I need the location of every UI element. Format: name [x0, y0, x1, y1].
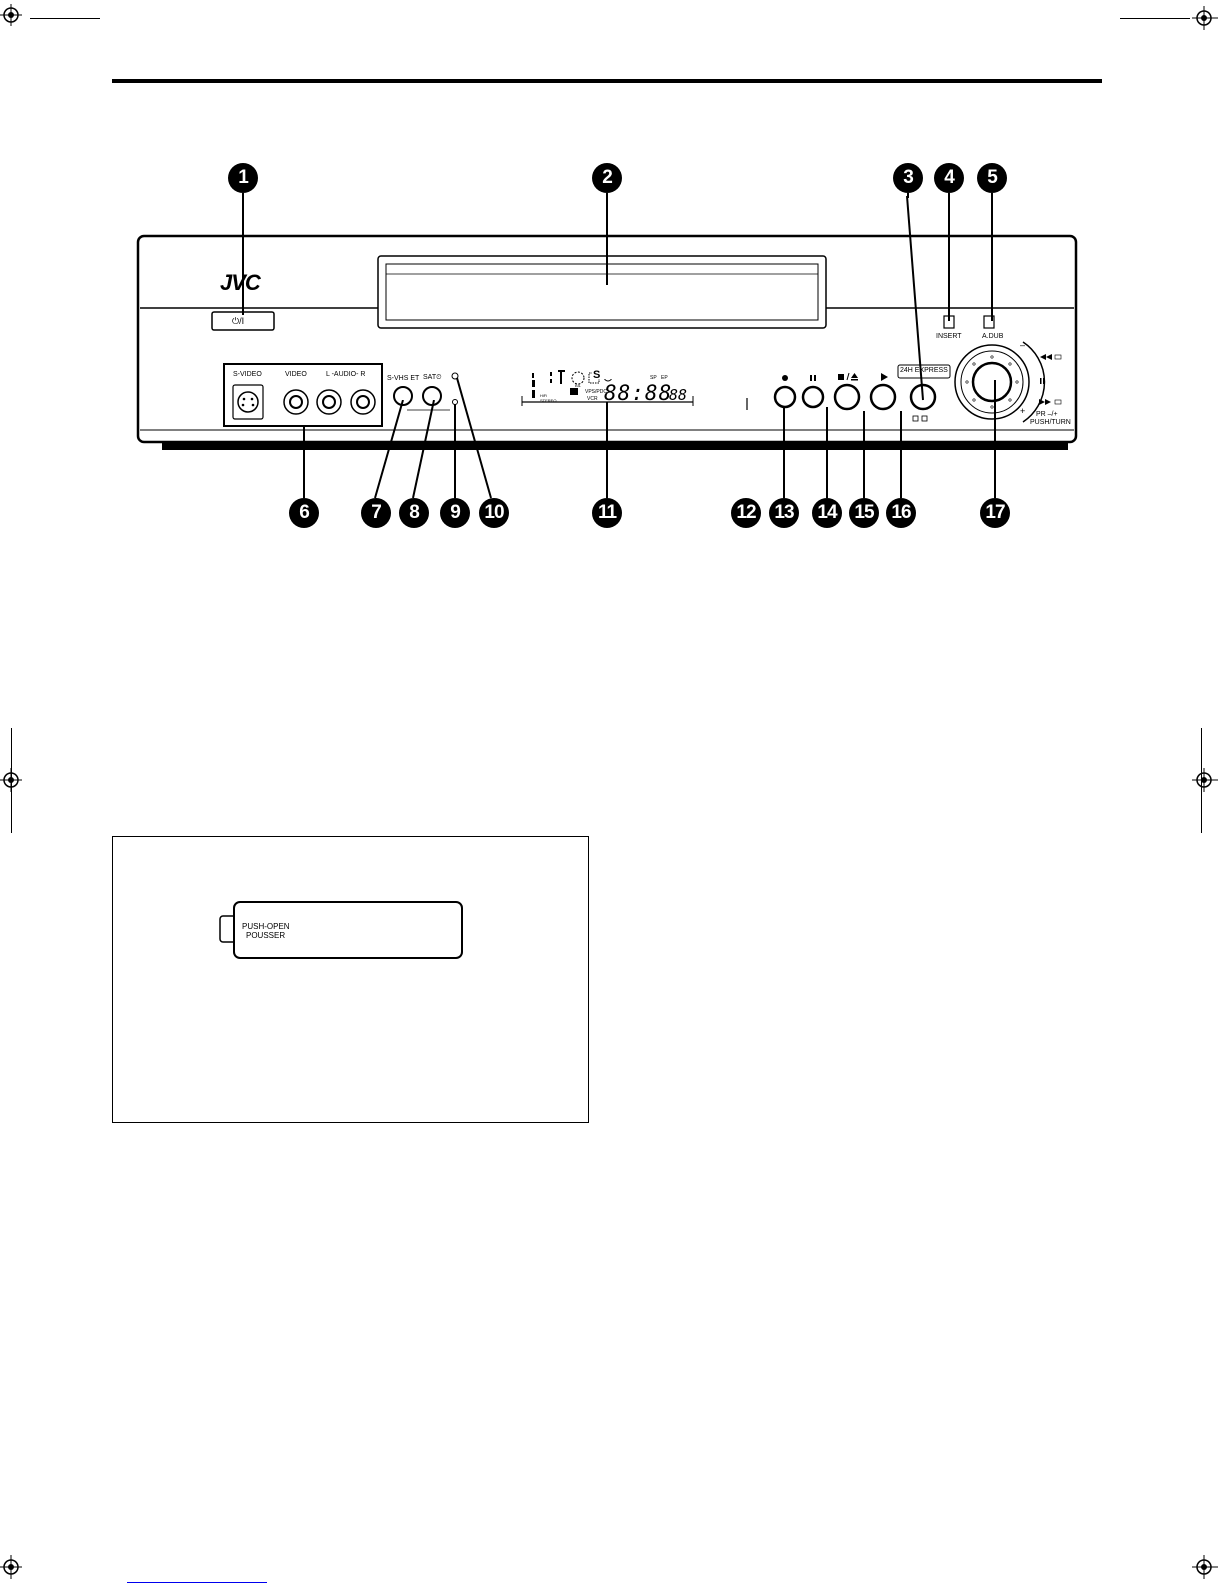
- callout-13: 13: [769, 498, 799, 528]
- callout-4: 4: [934, 163, 964, 193]
- display-ep: EP: [661, 375, 668, 381]
- leader-17: [994, 380, 996, 498]
- leader-11: [606, 402, 608, 498]
- play-button: [871, 385, 895, 409]
- leader-6: [303, 427, 305, 498]
- leader-14: [826, 407, 828, 498]
- callout-15: 15: [849, 498, 879, 528]
- footer-link-underline: [127, 1582, 267, 1583]
- power-label: ⏻/I: [232, 316, 244, 327]
- audio-label: L -AUDIO- R: [326, 371, 365, 378]
- leader-15: [863, 411, 865, 498]
- registration-mark: [1190, 4, 1225, 34]
- display-sp: SP: [650, 375, 657, 381]
- trim-line: [30, 18, 100, 19]
- leader-1: [242, 193, 244, 315]
- registration-mark: [0, 765, 30, 795]
- registration-mark: [1190, 1553, 1225, 1583]
- insert-label: INSERT: [936, 333, 962, 340]
- leader-7-line: [370, 400, 410, 500]
- display-small-digits: 88: [669, 386, 687, 404]
- leader-5: [991, 193, 993, 321]
- registration-mark: [1190, 765, 1225, 795]
- display-vps: VPS/PDC: [585, 389, 607, 395]
- display-stereo: STEREO: [540, 398, 556, 403]
- callout-9: 9: [440, 498, 470, 528]
- plus-label: +: [1020, 406, 1025, 416]
- callout-5: 5: [977, 163, 1007, 193]
- callout-7: 7: [361, 498, 391, 528]
- callout-11: 11: [592, 498, 622, 528]
- leader-16: [900, 411, 902, 498]
- callout-2: 2: [592, 163, 622, 193]
- adub-label: A.DUB: [982, 333, 1003, 340]
- s-video-label: S-VIDEO: [233, 371, 262, 378]
- sat-label: SAT⏲: [423, 374, 442, 382]
- trim-line: [1120, 18, 1190, 19]
- vcr-front-panel: [130, 230, 1090, 460]
- svhs-et-label: S-VHS ET: [387, 375, 419, 382]
- trim-line: [1201, 728, 1202, 833]
- callout-17: 17: [980, 498, 1010, 528]
- leader-10-line: [455, 378, 495, 500]
- stop-eject-button: [835, 385, 859, 409]
- display-svhs: S: [593, 369, 600, 381]
- trim-line: [11, 728, 12, 833]
- callout-1: 1: [228, 163, 258, 193]
- record-button: [775, 387, 795, 407]
- callout-6: 6: [289, 498, 319, 528]
- registration-mark: [0, 1553, 30, 1583]
- battery-label-line1: PUSH-OPEN: [242, 922, 290, 931]
- leader-2: [606, 193, 608, 285]
- vcr-base-foot: [162, 442, 1068, 450]
- callout-8: 8: [399, 498, 429, 528]
- leader-4: [948, 193, 950, 321]
- leader-13: [783, 407, 785, 498]
- leader-8-line: [408, 400, 448, 500]
- registration-mark: [0, 0, 30, 30]
- pause-button: [803, 387, 823, 407]
- callout-16: 16: [886, 498, 916, 528]
- callout-3: 3: [893, 163, 923, 193]
- callout-10: 10: [479, 498, 509, 528]
- minus-label: –: [1020, 340, 1025, 350]
- brand-logo: JVC: [220, 270, 260, 296]
- battery-label-line2: POUSSER: [246, 931, 285, 940]
- callout-14: 14: [812, 498, 842, 528]
- display-digits: 88:88: [604, 381, 672, 405]
- display-bil: BIL: [575, 383, 581, 388]
- callout-12: 12: [731, 498, 761, 528]
- remote-battery-figure: [112, 836, 589, 1123]
- display-vcr: VCR: [587, 396, 598, 402]
- header-rule: [112, 79, 1102, 83]
- leader-3-line: [900, 196, 930, 402]
- push-turn-label: PUSH/TURN: [1030, 419, 1071, 426]
- video-label: VIDEO: [285, 371, 307, 378]
- pr-label: PR –/+: [1036, 411, 1058, 418]
